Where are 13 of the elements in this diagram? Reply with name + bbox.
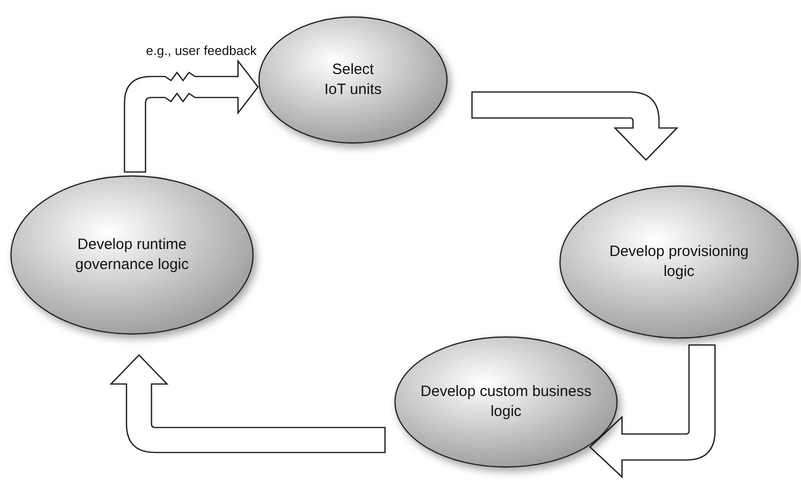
block-arrow: [471, 91, 678, 161]
block-arrow: [124, 60, 259, 173]
block-arrow: [589, 344, 716, 478]
ellipse-node: [394, 336, 618, 468]
ellipse-node: [559, 185, 799, 339]
ellipse-node: [258, 16, 448, 144]
node-label: Develop provisioning logic: [609, 242, 749, 282]
ellipse-node: [10, 175, 254, 335]
edge-label: e.g., user feedback: [146, 43, 257, 58]
node-label: Develop custom business logic: [420, 382, 592, 422]
node-label: Develop runtime governance logic: [74, 235, 190, 275]
node-label: Select IoT units: [323, 60, 383, 100]
block-arrow: [110, 354, 386, 454]
